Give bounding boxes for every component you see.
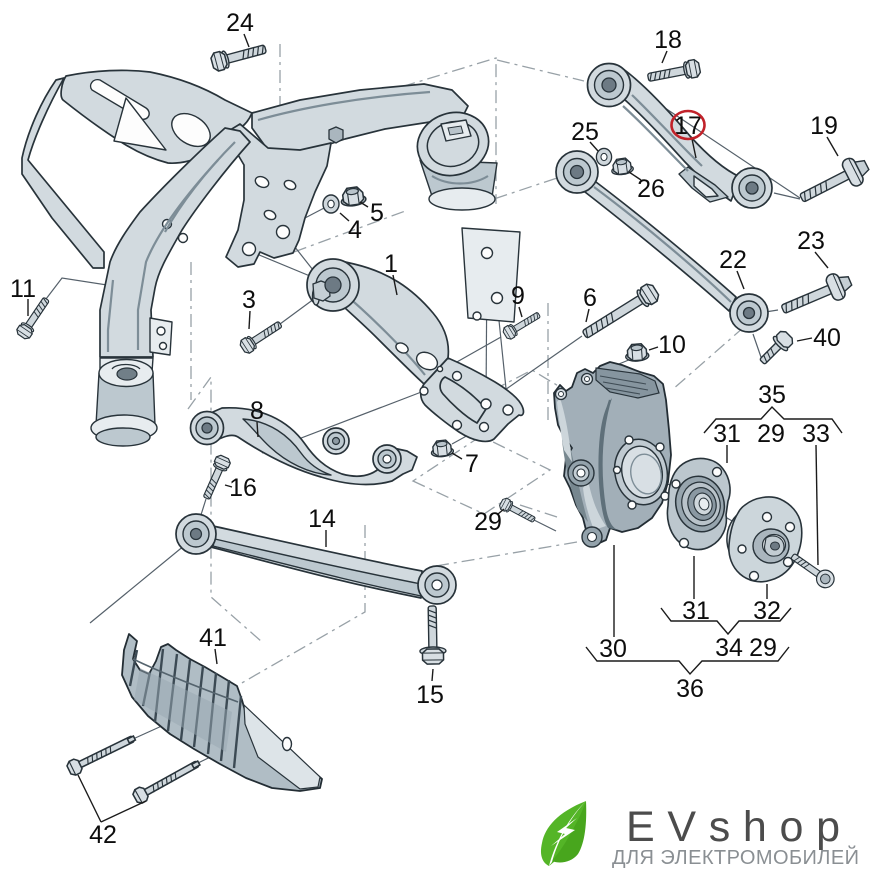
svg-text:ДЛЯ ЭЛЕКТРОМОБИЛЕЙ: ДЛЯ ЭЛЕКТРОМОБИЛЕЙ bbox=[612, 845, 859, 869]
svg-text:29: 29 bbox=[757, 420, 785, 448]
svg-text:9: 9 bbox=[511, 282, 525, 310]
svg-text:19: 19 bbox=[810, 112, 838, 140]
svg-text:41: 41 bbox=[199, 624, 227, 652]
svg-text:25: 25 bbox=[571, 118, 599, 146]
svg-text:14: 14 bbox=[308, 505, 336, 533]
svg-text:3: 3 bbox=[242, 286, 256, 314]
svg-text:15: 15 bbox=[416, 681, 444, 709]
svg-text:29: 29 bbox=[749, 634, 777, 662]
svg-text:26: 26 bbox=[637, 175, 665, 203]
svg-text:36: 36 bbox=[676, 675, 704, 703]
svg-text:34: 34 bbox=[715, 634, 743, 662]
svg-text:23: 23 bbox=[797, 227, 825, 255]
svg-text:5: 5 bbox=[370, 199, 384, 227]
svg-text:30: 30 bbox=[599, 635, 627, 663]
svg-text:7: 7 bbox=[465, 450, 479, 478]
svg-text:31: 31 bbox=[713, 420, 741, 448]
svg-text:32: 32 bbox=[753, 597, 781, 625]
svg-text:31: 31 bbox=[682, 597, 710, 625]
svg-text:29: 29 bbox=[474, 508, 502, 536]
svg-text:16: 16 bbox=[229, 474, 257, 502]
svg-text:10: 10 bbox=[658, 331, 686, 359]
svg-text:11: 11 bbox=[10, 275, 36, 303]
svg-text:33: 33 bbox=[802, 420, 830, 448]
svg-text:6: 6 bbox=[583, 284, 597, 312]
svg-text:22: 22 bbox=[719, 246, 747, 274]
svg-text:24: 24 bbox=[226, 9, 254, 37]
svg-text:18: 18 bbox=[654, 26, 682, 54]
svg-text:42: 42 bbox=[89, 821, 117, 849]
svg-text:4: 4 bbox=[348, 216, 362, 244]
svg-text:EVshop: EVshop bbox=[626, 803, 840, 851]
svg-text:1: 1 bbox=[384, 250, 398, 278]
svg-text:8: 8 bbox=[250, 397, 264, 425]
svg-text:40: 40 bbox=[813, 324, 841, 352]
svg-text:35: 35 bbox=[758, 381, 786, 409]
